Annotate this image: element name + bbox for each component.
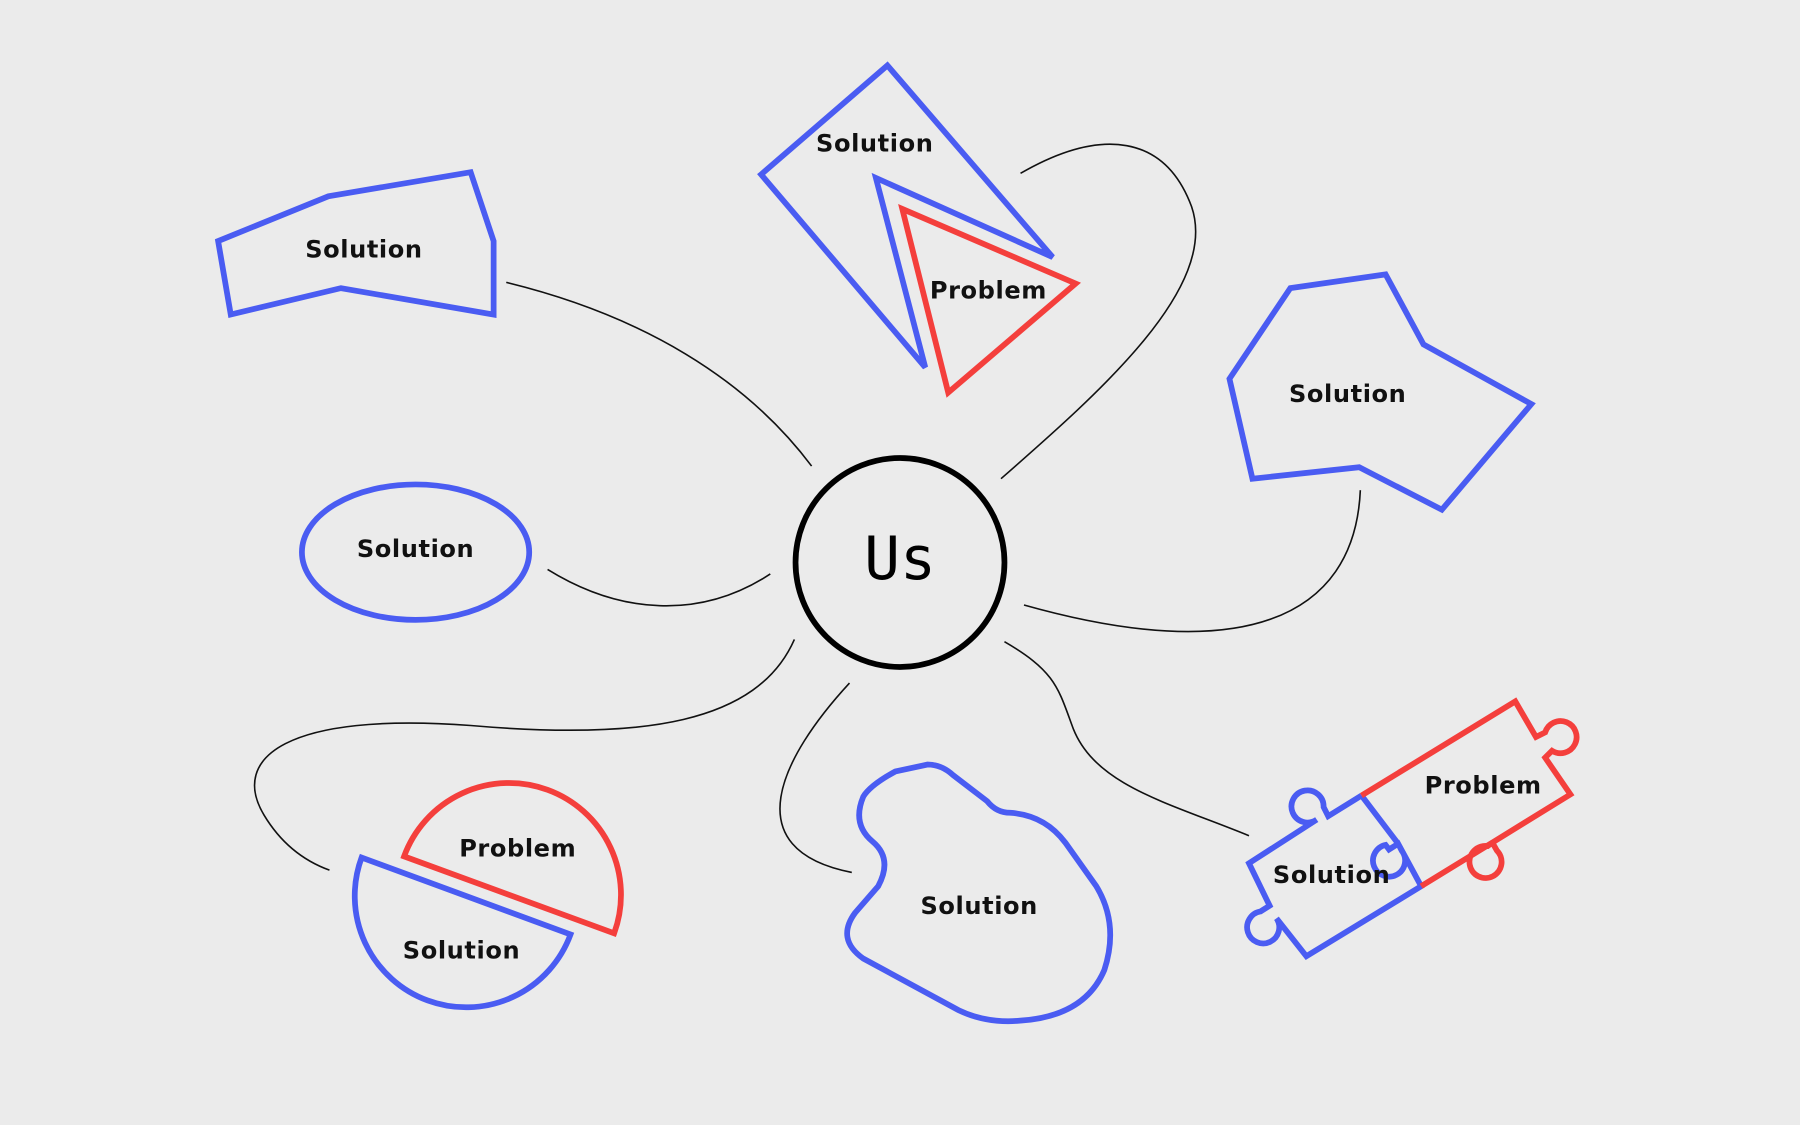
problem-label: Problem — [1425, 771, 1542, 799]
connector-top-diamond — [1000, 143, 1197, 480]
solution-shape — [1226, 271, 1536, 514]
problem-shape — [400, 780, 624, 937]
solution-shape — [351, 853, 575, 1011]
node-top-left-solution: Solution — [214, 168, 497, 319]
node-left-ellipse: Solution — [299, 481, 533, 623]
node-top-diamond: Solution Problem — [757, 61, 1082, 398]
connector-bottom-left — [253, 639, 796, 871]
center-circle — [792, 455, 1008, 670]
solution-label: Solution — [921, 892, 1038, 920]
solution-shape — [1244, 787, 1425, 961]
problem-puzzle-piece: Problem — [1359, 697, 1580, 889]
solution-label: Solution — [1289, 380, 1406, 408]
connector-top-left — [506, 281, 813, 467]
solution-puzzle-piece: Solution — [1244, 787, 1425, 961]
connector-bottom-blob — [779, 682, 852, 874]
problem-label: Problem — [459, 834, 576, 862]
center-label: Us — [864, 525, 936, 594]
center-node-us: Us — [792, 455, 1008, 670]
solution-label: Solution — [357, 535, 474, 563]
node-bottom-blob: Solution — [844, 761, 1114, 1025]
connector-puzzle — [1004, 641, 1250, 837]
solution-label: Solution — [305, 235, 422, 263]
solution-shape — [214, 168, 497, 319]
node-puzzle: Solution Problem — [1244, 697, 1580, 961]
solution-label: Solution — [403, 937, 520, 965]
node-right-solution: Solution — [1226, 271, 1536, 514]
solution-shape — [299, 481, 533, 623]
solution-shape — [844, 761, 1114, 1025]
solution-label: Solution — [1273, 861, 1390, 889]
connector-left-ellipse — [547, 568, 771, 607]
connector-right-hexagon — [1023, 490, 1362, 633]
problem-shape — [1359, 697, 1580, 889]
solution-shape — [757, 61, 1055, 370]
problem-shape — [898, 204, 1082, 398]
problem-label: Problem — [930, 277, 1047, 305]
connectors — [253, 143, 1362, 874]
solution-label: Solution — [816, 130, 933, 158]
node-bottom-left-circle: Problem Solution — [351, 780, 624, 1011]
